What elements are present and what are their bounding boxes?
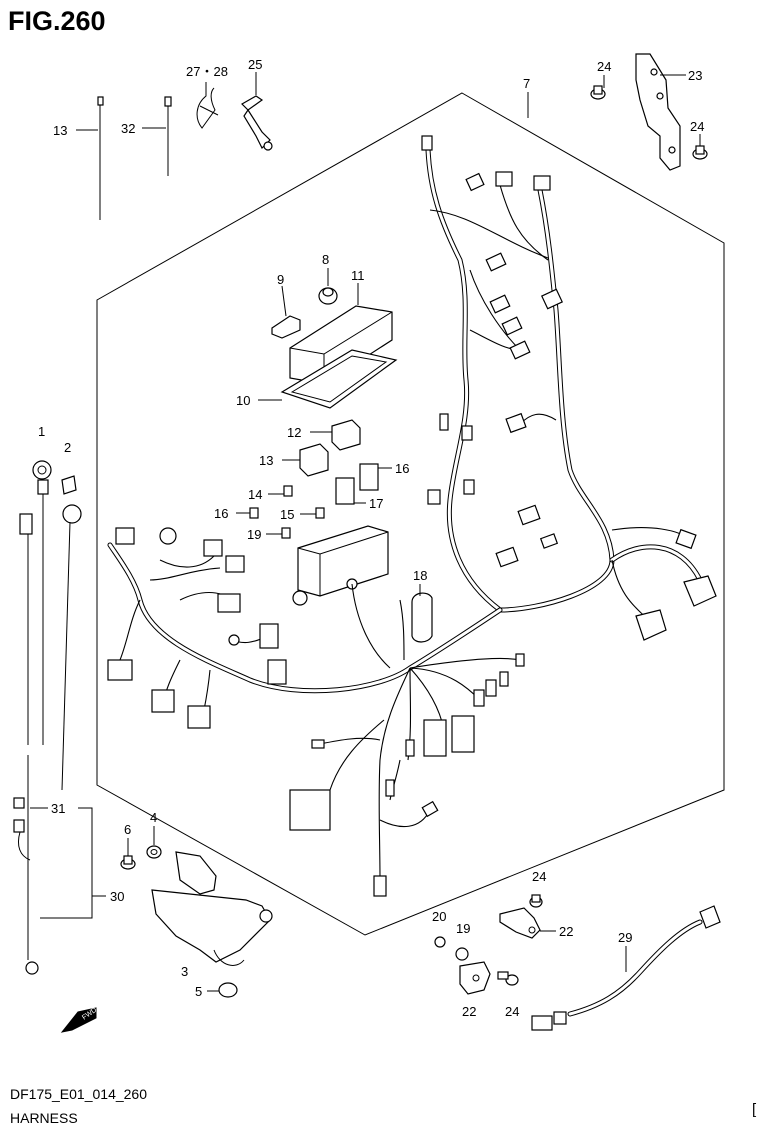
callout-20: 19: [456, 921, 470, 936]
part-24-bolt-bracket[interactable]: [692, 134, 708, 160]
part-6-bolt[interactable]: [120, 838, 136, 870]
callout-25: 25: [248, 57, 262, 72]
part-4-washer[interactable]: [146, 826, 162, 859]
callout-24-bottom-upper: 24: [532, 869, 546, 884]
part-5-grommet[interactable]: [207, 982, 238, 998]
callout-32: 32: [121, 121, 135, 136]
callout-4: 4: [150, 810, 157, 825]
callout-9: 9: [277, 272, 284, 287]
part-18-cap[interactable]: [411, 584, 433, 643]
callout-16-right: 16: [395, 461, 409, 476]
callout-14: 14: [248, 487, 262, 502]
callout-13: 13: [259, 453, 273, 468]
part-24-bolt-top[interactable]: [590, 75, 606, 100]
callout-18: 18: [413, 568, 427, 583]
part-22-clamp-upper[interactable]: [499, 907, 556, 939]
callout-19: 19: [247, 527, 261, 542]
part-13-relay[interactable]: [282, 443, 329, 477]
part-3-bracket[interactable]: [151, 851, 273, 966]
part-10-gasket[interactable]: [258, 349, 398, 409]
part-31-clip[interactable]: [13, 797, 31, 861]
section-name: HARNESS: [10, 1110, 78, 1126]
callout-15: 15: [280, 507, 294, 522]
callout-22-lower: 22: [462, 1004, 476, 1019]
battery-cable-second[interactable]: [61, 504, 82, 791]
callout-12: 12: [287, 425, 301, 440]
callout-21: 20: [432, 909, 446, 924]
callout-24-right: 24: [690, 119, 704, 134]
part-20-nut[interactable]: [455, 947, 469, 961]
part-9-clip[interactable]: [271, 285, 301, 339]
assembly-outline: [96, 92, 725, 936]
junction-box[interactable]: [292, 525, 389, 606]
callout-16-left: 16: [214, 506, 228, 521]
callout-3: 3: [181, 964, 188, 979]
callout-26: 13: [53, 123, 67, 138]
callout-bracket-30-31: [30, 807, 106, 919]
callout-22-upper: 22: [559, 924, 573, 939]
callout-31: 31: [51, 801, 65, 816]
part-15-fuse[interactable]: [300, 507, 325, 519]
forward-arrow-icon: FWD: [60, 1007, 98, 1033]
part-21-washer[interactable]: [434, 936, 446, 948]
callout-11: 11: [351, 268, 365, 283]
part-16-fuse-left[interactable]: [236, 507, 259, 519]
figure-title: FIG.260: [8, 6, 106, 36]
callout-17: 17: [369, 496, 383, 511]
part-22-clamp-lower[interactable]: [459, 961, 491, 995]
part-23-bracket[interactable]: [635, 53, 686, 171]
part-2-cable-cap[interactable]: [61, 475, 77, 495]
part-29-extension-harness[interactable]: [531, 905, 721, 1031]
callout-1: 1: [38, 424, 45, 439]
part-12-relay[interactable]: [310, 419, 361, 451]
cable-left-column[interactable]: [19, 513, 39, 975]
part-26-cable-tie[interactable]: [76, 96, 104, 220]
callout-2: 2: [64, 440, 71, 455]
model-code: DF175_E01_014_260: [10, 1086, 148, 1102]
callout-29: 29: [618, 930, 632, 945]
callout-10: 10: [236, 393, 250, 408]
page-edge-mark: [: [752, 1101, 757, 1118]
main-wiring-harness[interactable]: [107, 147, 703, 881]
callout-30: 30: [110, 889, 124, 904]
part-25-clip[interactable]: [241, 72, 273, 151]
part-14-fuse[interactable]: [268, 485, 293, 497]
callout-8: 8: [322, 252, 329, 267]
harness-connectors: [107, 135, 717, 897]
callout-6: 6: [124, 822, 131, 837]
part-27-28-clamp[interactable]: [196, 82, 219, 129]
part-32-cable-tie[interactable]: [142, 96, 172, 176]
part-1-battery-cable[interactable]: [32, 460, 52, 745]
part-24-bolt-bottom-upper[interactable]: [529, 894, 543, 908]
callout-5: 5: [195, 984, 202, 999]
part-19-fuse[interactable]: [266, 527, 291, 539]
part-17-fuse[interactable]: [335, 477, 366, 505]
callout-7: 7: [523, 76, 530, 91]
callout-24-bottom-lower: 24: [505, 1004, 519, 1019]
callout-27-28: 27・28: [186, 64, 228, 79]
callout-24-top: 24: [597, 59, 611, 74]
part-8-grommet[interactable]: [318, 268, 338, 305]
callout-23: 23: [688, 68, 702, 83]
part-24-bolt-bottom-lower[interactable]: [497, 971, 519, 986]
part-16-fuse-right[interactable]: [359, 463, 392, 491]
